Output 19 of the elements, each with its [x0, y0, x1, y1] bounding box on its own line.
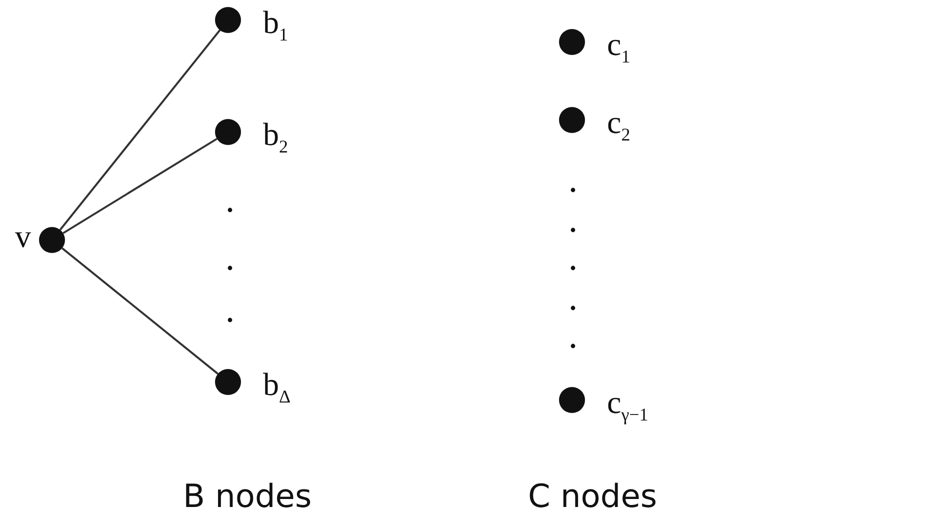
edge-line [62, 138, 218, 234]
edge-line [62, 247, 218, 375]
node-dot [559, 107, 585, 133]
node-dot [559, 387, 585, 413]
node-label: c$_{2}$ [607, 106, 630, 144]
node-label: c$_{1}$ [607, 28, 630, 66]
node-dot [215, 119, 241, 145]
node-label: b$_{Δ}$ [263, 368, 291, 406]
node-label: c$_{γ−1}$ [607, 386, 648, 424]
node-dot [215, 7, 241, 33]
node-label: b$_{2}$ [263, 118, 288, 156]
node-label: v [15, 220, 31, 252]
edge-line [59, 30, 221, 230]
column-label: B nodes [183, 480, 312, 512]
column-label: C nodes [528, 480, 658, 512]
node-label: b$_{1}$ [263, 6, 288, 44]
node-dot [39, 227, 65, 253]
node-dot [559, 29, 585, 55]
node-dot [215, 369, 241, 395]
